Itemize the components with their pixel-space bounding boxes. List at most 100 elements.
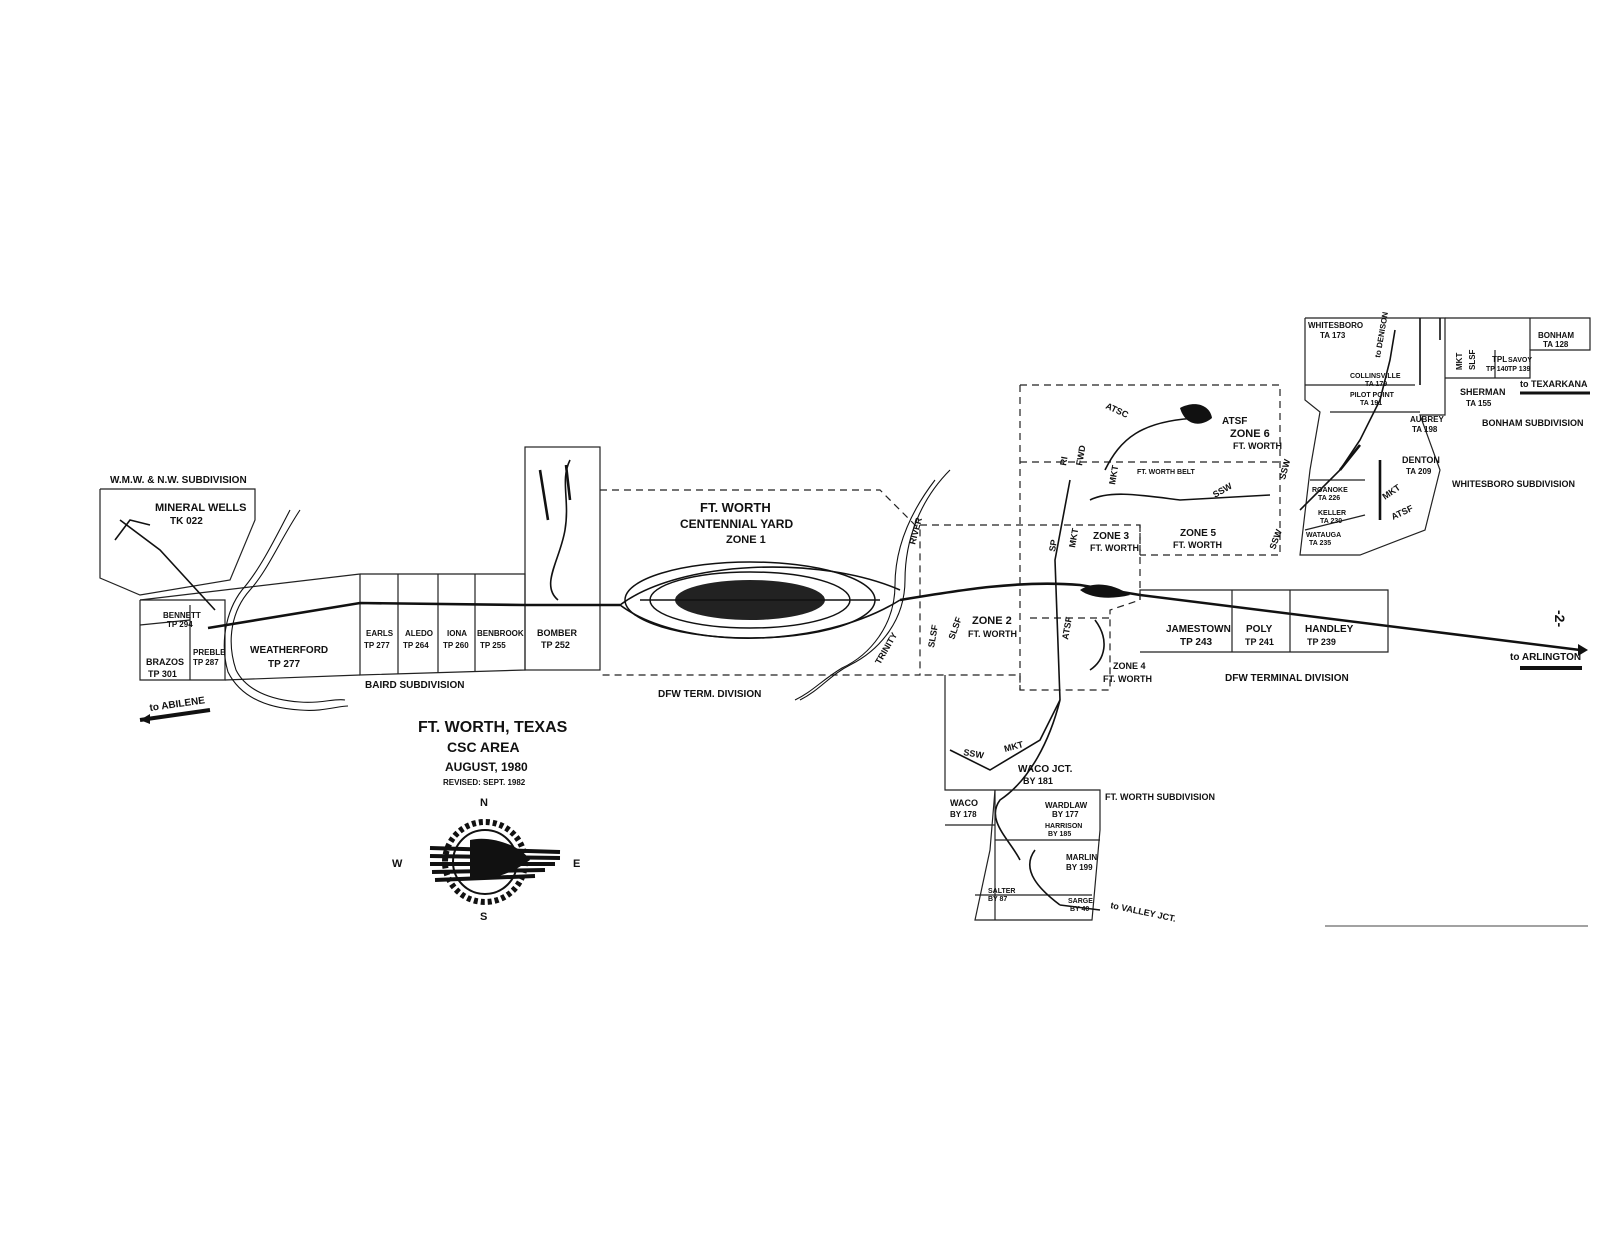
station-earls: EARLS: [366, 629, 394, 638]
direction-arlington: to ARLINGTON: [1510, 652, 1581, 663]
zone1-dashed-boundary: [600, 489, 921, 676]
station-benbrook: BENBROOK: [477, 629, 524, 638]
south-branch: [1029, 849, 1101, 911]
compass-w: W: [392, 858, 403, 870]
zone5-name: ZONE 5: [1180, 528, 1217, 539]
station-marlin: MARLIN: [1066, 853, 1097, 862]
station-aledo-code: TP 264: [403, 641, 429, 650]
station-benbrook-code: TP 255: [480, 641, 506, 650]
railroad-mkt: MKT: [1003, 739, 1025, 754]
station-whitesboro: WHITESBORO: [1308, 321, 1363, 330]
northeast-tracks: [1299, 318, 1441, 511]
station-salter: SALTER: [988, 888, 1015, 895]
station-handley: HANDLEY: [1305, 624, 1354, 635]
station-sarge-code: BY 40: [1070, 906, 1089, 913]
railroad-fwd: FWD: [1074, 444, 1087, 466]
station-denton-code: TA 209: [1406, 467, 1432, 476]
station-savoy: SAVOY: [1508, 357, 1532, 364]
station-sherman-code: TA 155: [1466, 399, 1492, 408]
station-iona-code: TP 260: [443, 641, 469, 650]
compass-emblem: [429, 819, 561, 905]
map-title: FT. WORTH, TEXAS: [418, 719, 568, 736]
compass-n: N: [480, 797, 488, 809]
east-stations-boundary: [1139, 589, 1389, 653]
station-bonham-code: TA 128: [1543, 340, 1569, 349]
mineral-wells-spur: [114, 519, 151, 541]
railroad-atsf: ATSF: [1390, 503, 1415, 522]
page-number: -2-: [1552, 610, 1568, 627]
station-collinsville-code: TA 179: [1365, 381, 1387, 388]
zone6-city: FT. WORTH: [1233, 441, 1282, 451]
brazos-river: [230, 509, 346, 703]
mineral-wells-branch: [119, 519, 216, 611]
divider: [1304, 514, 1366, 531]
zone3-name: ZONE 3: [1093, 531, 1130, 542]
railroad-mkt: MKT: [1107, 464, 1120, 485]
station-marlin-code: BY 199: [1066, 863, 1093, 872]
station-aubrey: AUBREY: [1410, 415, 1444, 424]
station-watauga-code: TA 235: [1309, 540, 1331, 547]
trinity-river: [799, 469, 951, 701]
northeast-boundary: [1299, 317, 1446, 556]
arlington-arrow-head: [1578, 644, 1588, 656]
station-jamestown-code: TP 243: [1180, 637, 1212, 648]
station-bonham: BONHAM: [1538, 331, 1574, 340]
baird-bottom-line: [224, 674, 361, 681]
baird-stations-boundary: [359, 573, 526, 676]
station-wardlaw: WARDLAW: [1045, 801, 1088, 810]
station-salter-code: BY 87: [988, 896, 1007, 903]
bomber-boundary: [524, 446, 601, 671]
zone5-city: FT. WORTH: [1173, 540, 1222, 550]
railroad-slsf: SLSF: [946, 615, 963, 641]
station-mineral-wells-code: TK 022: [170, 516, 203, 527]
railroad-atsf: ATSF: [1060, 616, 1074, 641]
whitesboro-subdivision-label: WHITESBORO SUBDIVISION: [1452, 479, 1575, 489]
junction-blot: [1080, 584, 1130, 598]
yard-label-line3: ZONE 1: [726, 534, 766, 546]
station-weatherford: WEATHERFORD: [250, 645, 328, 656]
station-mineral-wells: MINERAL WELLS: [155, 502, 246, 514]
trinity-river: [794, 479, 936, 701]
direction-valley-jct: to VALLEY JCT.: [1110, 900, 1177, 924]
station-harrison: HARRISON: [1045, 823, 1082, 830]
station-whitesboro-code: TA 173: [1320, 331, 1346, 340]
station-tpl: TPL: [1492, 355, 1507, 364]
railroad-sp: SP: [1047, 539, 1059, 553]
main-track-west: [207, 601, 620, 630]
compass-e: E: [573, 858, 580, 870]
zone4-city: FT. WORTH: [1103, 674, 1152, 684]
station-pilot-point: PILOT POINT: [1350, 392, 1395, 399]
map-date: AUGUST, 1980: [445, 760, 528, 774]
station-savoy-code: TP 139: [1508, 366, 1531, 373]
station-poly: POLY: [1246, 624, 1273, 635]
station-bennett: BENNETT: [163, 611, 201, 620]
station-waco-jct: WACO JCT.: [1018, 764, 1073, 775]
zone2-name: ZONE 2: [972, 615, 1012, 627]
station-wardlaw-code: BY 177: [1052, 810, 1079, 819]
northeast-tracks: [1338, 444, 1382, 520]
station-waco: WACO: [950, 798, 978, 808]
yard-label-line2: CENTENNIAL YARD: [680, 517, 793, 531]
station-brazos-code: TP 301: [148, 669, 177, 679]
station-waco-jct-code: BY 181: [1023, 776, 1053, 786]
zone3-city: FT. WORTH: [1090, 543, 1139, 553]
station-watauga: WATAUGA: [1306, 532, 1341, 539]
station-poly-code: TP 241: [1245, 637, 1274, 647]
dfw-terminal-division-label: DFW TERMINAL DIVISION: [1225, 673, 1349, 684]
railroad-mkt: MKT: [1067, 527, 1080, 548]
station-bomber-code: TP 252: [541, 640, 570, 650]
north-south-track: [1054, 479, 1071, 701]
abilene-arrow-head: [140, 714, 150, 724]
station-aledo: ALEDO: [405, 629, 433, 638]
bonham-boundary: [1445, 317, 1591, 379]
ftworth-belt-label: FT. WORTH BELT: [1137, 469, 1196, 476]
zone2-city: FT. WORTH: [968, 629, 1017, 639]
yard-label-line1: FT. WORTH: [700, 500, 771, 515]
ftworth-subdivision-label: FT. WORTH SUBDIVISION: [1105, 792, 1215, 802]
station-pilot-point-code: TA 191: [1360, 400, 1382, 407]
baird-subdivision-label: BAIRD SUBDIVISION: [365, 680, 464, 691]
mineral-wells-boundary: [99, 488, 256, 596]
station-iona: IONA: [447, 629, 467, 638]
station-aubrey-code: TA 198: [1412, 425, 1438, 434]
railroad-slsf: SLSF: [926, 623, 940, 648]
